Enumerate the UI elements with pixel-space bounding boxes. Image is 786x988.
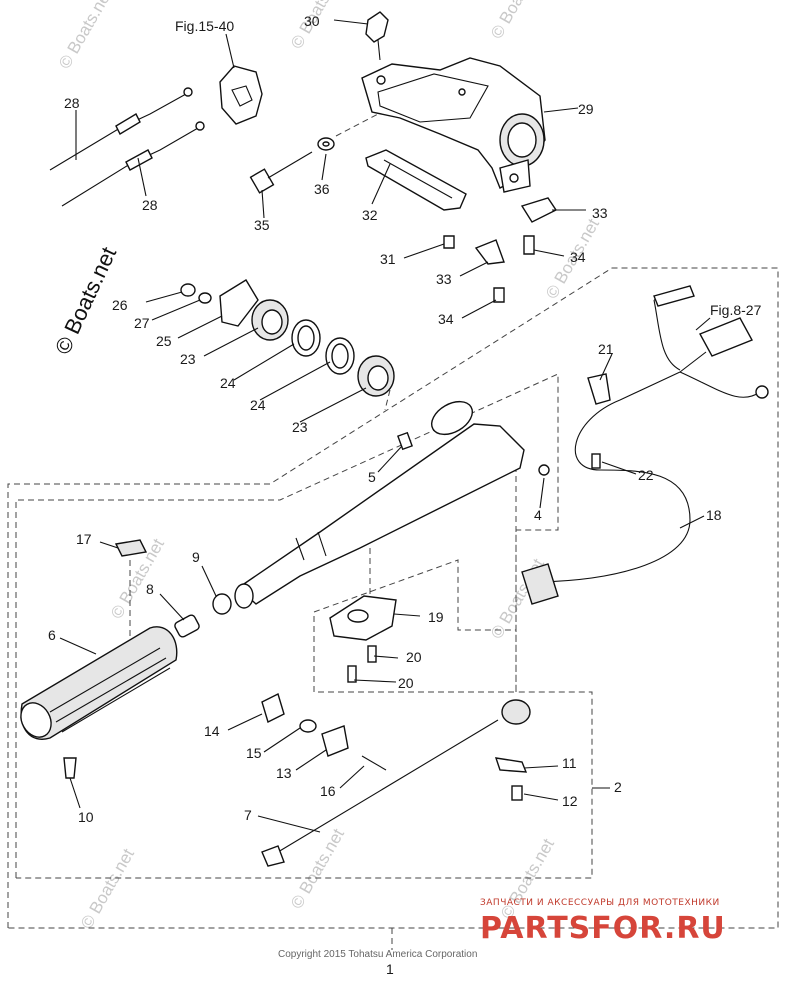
callout-32[interactable]: 32	[362, 207, 378, 223]
shift-linkage	[261, 693, 531, 867]
brand-site-logo: PARTSFOR.RU	[480, 911, 726, 946]
assembly-outlines	[7, 91, 779, 950]
watermark: © Boats.net	[497, 835, 558, 922]
brand-tagline: ЗАПЧАСТИ И АКСЕССУАРЫ ДЛЯ МОТОТЕХНИКИ	[480, 898, 720, 908]
callout-18[interactable]: 18	[706, 507, 722, 523]
callout-9[interactable]: 9	[192, 549, 200, 565]
callout-19[interactable]: 19	[428, 609, 444, 625]
callout-14[interactable]: 14	[204, 723, 220, 739]
callout-27[interactable]: 27	[134, 315, 150, 331]
callout-6[interactable]: 6	[48, 627, 56, 643]
callout-12[interactable]: 12	[562, 793, 578, 809]
callout-10[interactable]: 10	[78, 809, 94, 825]
callout-29[interactable]: 29	[578, 101, 594, 117]
plate-part	[365, 149, 467, 211]
seal-stack	[180, 279, 395, 397]
callout-15[interactable]: 15	[246, 745, 262, 761]
steering-bracket-part	[361, 57, 546, 193]
callout-31[interactable]: 31	[380, 251, 396, 267]
callout-17[interactable]: 17	[76, 531, 92, 547]
callout-23[interactable]: 23	[180, 351, 196, 367]
tiller-arm-part	[234, 400, 550, 609]
callout-24[interactable]: 24	[220, 375, 236, 391]
callout-8[interactable]: 8	[146, 581, 154, 597]
bolt-part	[249, 137, 335, 194]
leader-lines	[59, 19, 711, 833]
callout-36[interactable]: 36	[314, 181, 330, 197]
guide-line	[384, 389, 391, 411]
callout-33[interactable]: 33	[436, 271, 452, 287]
watermark-large: © Boats.net	[50, 243, 121, 358]
callout-28[interactable]: 28	[64, 95, 80, 111]
callout-34[interactable]: 34	[570, 249, 586, 265]
callout-24[interactable]: 24	[250, 397, 266, 413]
callout-25[interactable]: 25	[156, 333, 172, 349]
callout-20[interactable]: 20	[398, 675, 414, 691]
cover-part	[219, 65, 263, 125]
copyright-text: Copyright 2015 Tohatsu America Corporati…	[278, 949, 477, 960]
wiring-harness	[521, 285, 769, 605]
callout-20[interactable]: 20	[406, 649, 422, 665]
callout-5[interactable]: 5	[368, 469, 376, 485]
callout-35[interactable]: 35	[254, 217, 270, 233]
callout-16[interactable]: 16	[320, 783, 336, 799]
callout-11[interactable]: 11	[562, 755, 577, 771]
callout-labels: 1 2 4 5 6 7 8 9 10 11 12 13 14 15 16 17 …	[48, 13, 722, 977]
callout-22[interactable]: 22	[638, 467, 654, 483]
callout-30[interactable]: 30	[304, 13, 320, 29]
clip-part	[365, 11, 389, 61]
callout-23[interactable]: 23	[292, 419, 308, 435]
guide-line	[335, 91, 421, 137]
bracket-subassembly-outline	[313, 559, 516, 692]
callout-13[interactable]: 13	[276, 765, 292, 781]
callout-34[interactable]: 34	[438, 311, 454, 327]
watermark: © Boats.net	[487, 0, 548, 42]
callout-33[interactable]: 33	[592, 205, 608, 221]
callout-1[interactable]: 1	[386, 961, 394, 977]
throttle-cables	[49, 87, 205, 207]
callout-2[interactable]: 2	[614, 779, 622, 795]
watermark: © Boats.net	[55, 0, 116, 72]
bracket-part	[329, 595, 397, 683]
watermark: © Boats.net	[287, 825, 348, 912]
throttle-grip-part	[20, 539, 232, 779]
assembly-2-outline	[15, 373, 593, 879]
callout-4[interactable]: 4	[534, 507, 542, 523]
figure-ref-8-27[interactable]: Fig.8-27	[710, 302, 762, 318]
callout-7[interactable]: 7	[244, 807, 252, 823]
figure-ref-15-40[interactable]: Fig.15-40	[175, 18, 234, 34]
callout-28[interactable]: 28	[142, 197, 158, 213]
assembly-1-outline	[7, 267, 779, 929]
clamp-and-screws	[443, 197, 558, 303]
watermark: © Boats.net	[77, 845, 138, 932]
callout-21[interactable]: 21	[598, 341, 614, 357]
callout-26[interactable]: 26	[112, 297, 128, 313]
